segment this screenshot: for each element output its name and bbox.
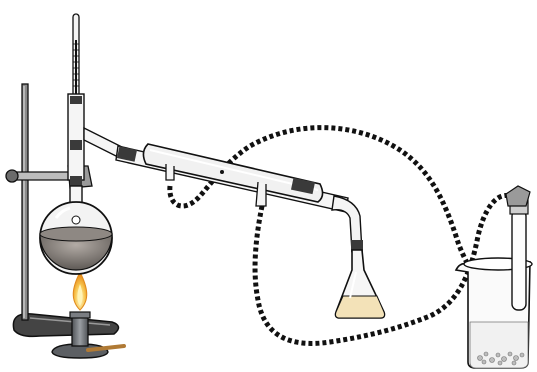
clamp-screw (6, 170, 18, 182)
vacuum-adapter (332, 196, 363, 252)
ice-water-beaker (456, 186, 532, 368)
liebig-condenser (116, 144, 348, 212)
water-nipple-upper (256, 182, 266, 206)
flame (73, 272, 87, 310)
distillate (336, 296, 385, 318)
round-bottom-flask (40, 186, 112, 274)
thermometer-bulb (72, 216, 80, 224)
stand-rod (22, 84, 28, 320)
receiving-flask (336, 250, 385, 318)
ground-glass-joint-top (70, 140, 82, 150)
distillation-head (68, 94, 124, 188)
water-nipple-lower (166, 164, 174, 180)
collection-tube (512, 210, 526, 310)
